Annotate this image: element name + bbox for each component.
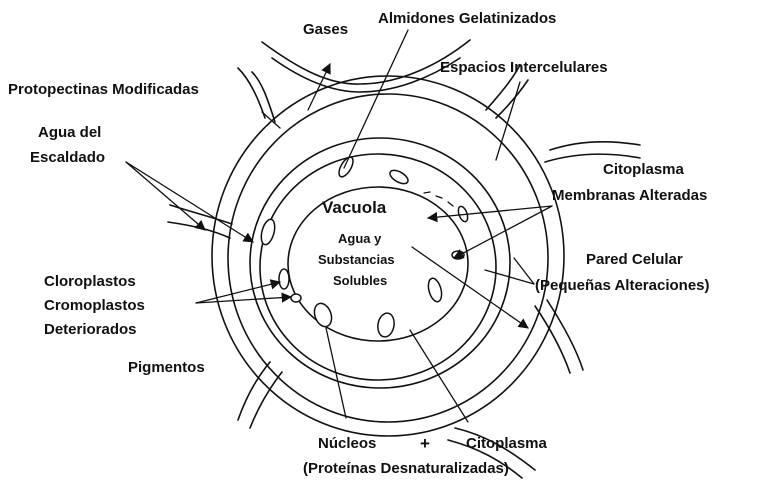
- label-cloroplastos-1: Cloroplastos: [44, 273, 136, 290]
- membrane-dash: [436, 196, 442, 198]
- starch-granule: [388, 168, 410, 187]
- agua-arrow-1: [126, 162, 253, 242]
- neighbor-cell-walls: [168, 40, 640, 478]
- nucleos-leader: [326, 328, 346, 418]
- label-gases: Gases: [303, 21, 348, 38]
- labels: Gases Almidones Gelatinizados Espacios I…: [8, 10, 710, 477]
- label-citoplasma-2: Membranas Alteradas: [552, 187, 707, 204]
- nucleus: [376, 312, 396, 338]
- nucleus: [311, 301, 334, 329]
- starch-granule: [336, 155, 356, 179]
- label-pigmentos: Pigmentos: [128, 359, 205, 376]
- plastid: [259, 218, 277, 246]
- label-pared-2: (Pequeñas Alteraciones): [535, 277, 710, 294]
- pared-leader-1: [514, 258, 534, 284]
- label-cloroplastos-3: Deteriorados: [44, 321, 137, 338]
- label-nucleos: Núcleos: [318, 435, 376, 452]
- label-proteinas: (Proteínas Desnaturalizadas): [303, 460, 509, 477]
- label-agua-2: Escaldado: [30, 149, 105, 166]
- chloroplast: [279, 269, 289, 289]
- label-citoplasma-1: Citoplasma: [603, 161, 685, 178]
- almidones-leader: [344, 30, 408, 168]
- membrane-dash: [448, 202, 453, 206]
- label-vacuola-1: Agua y: [338, 231, 382, 246]
- label-vacuola-3: Solubles: [333, 273, 387, 288]
- label-plus: +: [420, 434, 430, 453]
- agua-arrow-2: [126, 162, 205, 230]
- membrane-dash: [424, 192, 430, 193]
- label-almidones: Almidones Gelatinizados: [378, 10, 556, 27]
- label-agua-1: Agua del: [38, 124, 101, 141]
- citoplasma-bottom-leader: [410, 330, 468, 422]
- label-vacuola-2: Substancias: [318, 252, 395, 267]
- plastid: [426, 277, 444, 303]
- label-pared-1: Pared Celular: [586, 251, 683, 268]
- label-cloroplastos-2: Cromoplastos: [44, 297, 145, 314]
- label-espacios: Espacios Intercelulares: [440, 59, 608, 76]
- protopectinas-leader: [262, 112, 280, 128]
- label-citoplasma-bottom: Citoplasma: [466, 435, 548, 452]
- label-protopectinas: Protopectinas Modificadas: [8, 81, 199, 98]
- chromoplast: [291, 294, 301, 302]
- label-vacuola: Vacuola: [322, 198, 387, 217]
